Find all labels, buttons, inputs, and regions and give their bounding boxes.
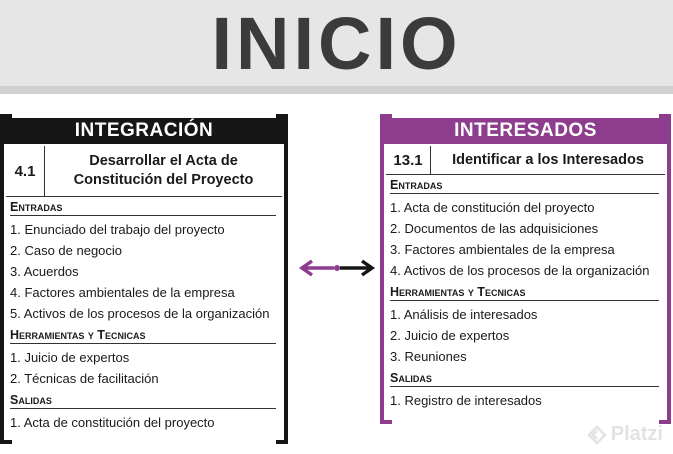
title-banner: [0, 0, 673, 86]
process-number: 13.1: [386, 146, 431, 174]
list-item: 3. Factores ambientales de la empresa: [390, 242, 615, 257]
list-item: 1. Registro de interesados: [390, 393, 542, 408]
process-name: Desarrollar el Acta de Constitución del …: [73, 153, 254, 188]
inputs-section: Entradas 1. Acta de constitución del pro…: [390, 178, 663, 281]
process-sections: Entradas 1. Acta de constitución del pro…: [390, 178, 663, 415]
list-item: 1. Análisis de interesados: [390, 307, 538, 322]
outputs-section: Salidas 1. Acta de constitución del proy…: [10, 393, 280, 433]
page-title: INICIO: [211, 2, 462, 85]
list-item: 2. Documentos de las adquisiciones: [390, 221, 599, 236]
knowledge-area-header: INTEGRACIÓN: [4, 118, 284, 144]
process-row: 13.1 Identificar a los Interesados: [386, 146, 665, 175]
list-item: 4. Factores ambientales de la empresa: [10, 285, 235, 300]
process-name: Identificar a los Interesados: [452, 151, 644, 168]
platzi-logo-icon: [586, 424, 607, 445]
tools-section: Herramientas y Tecnicas 1. Análisis de i…: [390, 285, 663, 367]
left-bracket: [0, 114, 12, 444]
section-title: Entradas: [390, 178, 659, 194]
list-item: 1. Juicio de expertos: [10, 350, 130, 365]
inputs-section: Entradas 1. Enunciado del trabajo del pr…: [10, 200, 280, 324]
outputs-section: Salidas 1. Registro de interesados: [390, 371, 663, 411]
bidirectional-arrow-icon: [298, 259, 376, 277]
tools-section: Herramientas y Tecnicas 1. Juicio de exp…: [10, 328, 280, 389]
left-bracket: [380, 114, 392, 424]
list-item: 1. Enunciado del trabajo del proyecto: [10, 222, 225, 237]
list-item: 1. Acta de constitución del proyecto: [390, 200, 595, 215]
left-arrow-head: [298, 259, 314, 277]
section-title: Salidas: [390, 371, 659, 387]
section-title: Herramientas y Tecnicas: [390, 285, 659, 301]
watermark-text: Platzi: [610, 423, 663, 445]
section-title: Herramientas y Tecnicas: [10, 328, 276, 344]
process-row: 4.1 Desarrollar el Acta de Constitución …: [6, 146, 282, 197]
integration-process-card: INTEGRACIÓN 4.1 Desarrollar el Acta de C…: [0, 114, 288, 444]
list-item: 3. Acuerdos: [10, 264, 79, 279]
section-title: Entradas: [10, 200, 276, 216]
process-sections: Entradas 1. Enunciado del trabajo del pr…: [10, 200, 280, 437]
knowledge-area-header: INTERESADOS: [384, 118, 667, 144]
stakeholders-process-card: INTERESADOS 13.1 Identificar a los Inter…: [380, 114, 671, 424]
list-item: 2. Técnicas de facilitación: [10, 371, 159, 386]
platzi-watermark: Platzi: [586, 423, 663, 446]
section-title: Salidas: [10, 393, 276, 409]
list-item: 5. Activos de los procesos de la organiz…: [10, 306, 270, 321]
banner-divider: [0, 86, 673, 94]
right-bracket: [659, 114, 671, 424]
arrow-center-dot: [334, 265, 340, 271]
list-item: 2. Juicio de expertos: [390, 328, 510, 343]
list-item: 3. Reuniones: [390, 349, 467, 364]
list-item: 2. Caso de negocio: [10, 243, 123, 258]
process-number: 4.1: [6, 146, 45, 196]
list-item: 4. Activos de los procesos de la organiz…: [390, 263, 650, 278]
right-bracket: [276, 114, 288, 444]
list-item: 1. Acta de constitución del proyecto: [10, 415, 215, 430]
right-arrow-head: [360, 259, 376, 277]
